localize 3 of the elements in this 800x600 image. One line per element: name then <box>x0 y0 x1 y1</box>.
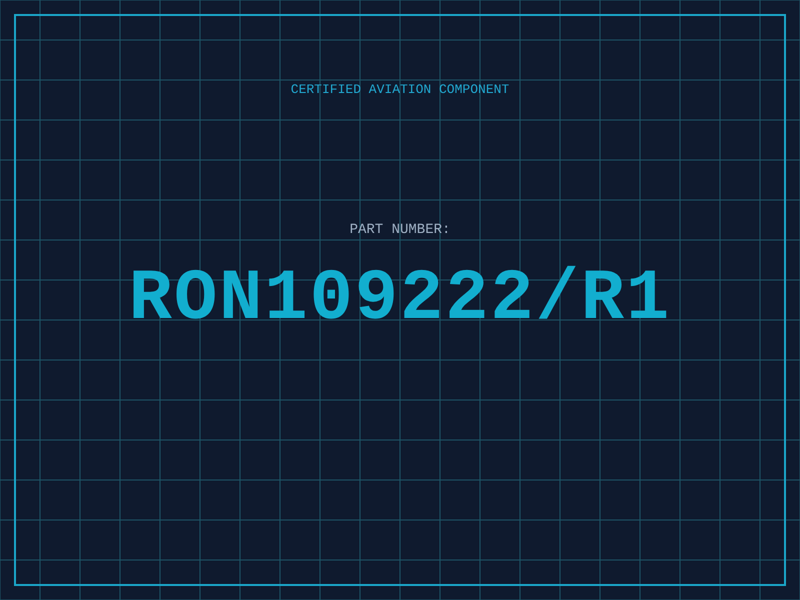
part-number: RON109222/R1 <box>128 258 672 340</box>
subtitle: CERTIFIED AVIATION COMPONENT <box>290 82 510 97</box>
field-label: PART NUMBER: <box>350 222 450 238</box>
